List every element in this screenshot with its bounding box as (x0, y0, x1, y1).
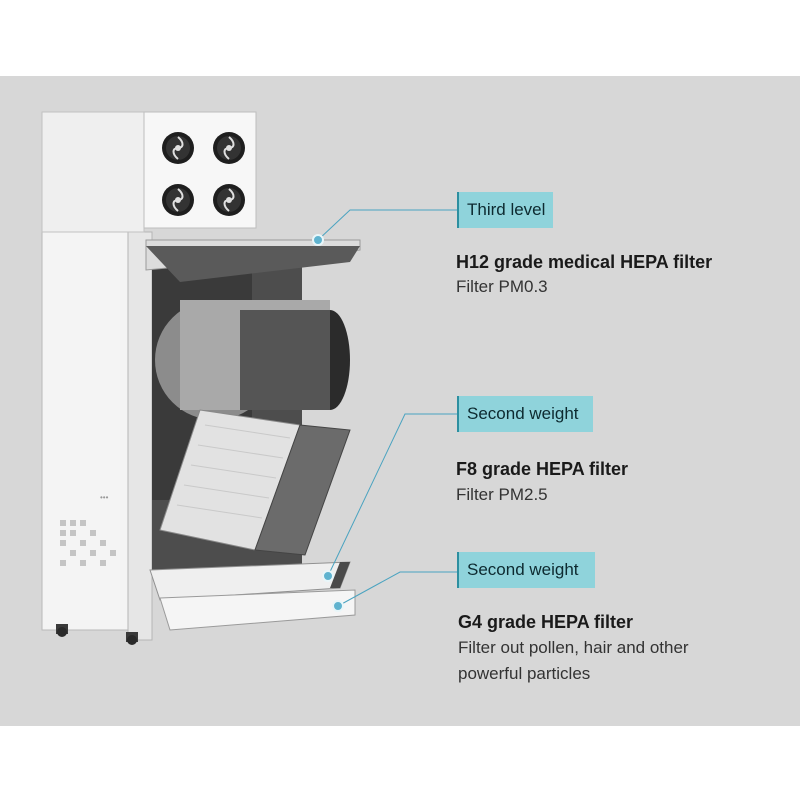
purifier-cabinet (41, 111, 350, 641)
filter-label-second-weight-f8: Second weight (457, 396, 593, 432)
fan-icon (213, 132, 245, 164)
filter-title-g4: G4 grade HEPA filter (458, 612, 634, 632)
fan-icon (162, 184, 194, 216)
filter-label-second-weight-g4: Second weight (457, 552, 595, 588)
h12-filter-tray (145, 239, 361, 282)
filter-desc-h12: Filter PM0.3 (456, 277, 548, 296)
f8-filter-cube (159, 409, 351, 556)
caster-wheel-icon (56, 624, 138, 645)
filter-label-third-level: Third level (457, 192, 553, 228)
leader-lines (317, 209, 457, 607)
fan-icon (213, 184, 245, 216)
g4-filter-trays (149, 561, 356, 631)
leader-dots (312, 234, 344, 612)
filter-title-f8: F8 grade HEPA filter (456, 459, 629, 479)
vent-grille-icon (60, 520, 116, 566)
fan-icon (162, 132, 194, 164)
fan-grid (162, 132, 245, 216)
filter-desc-f8: Filter PM2.5 (456, 485, 548, 504)
filter-title-h12: H12 grade medical HEPA filter (456, 252, 713, 272)
panel-label: ••• (100, 493, 109, 502)
filter-desc-g4-line1: Filter out pollen, hair and other (458, 638, 689, 657)
filter-desc-g4-line2: powerful particles (458, 664, 591, 683)
